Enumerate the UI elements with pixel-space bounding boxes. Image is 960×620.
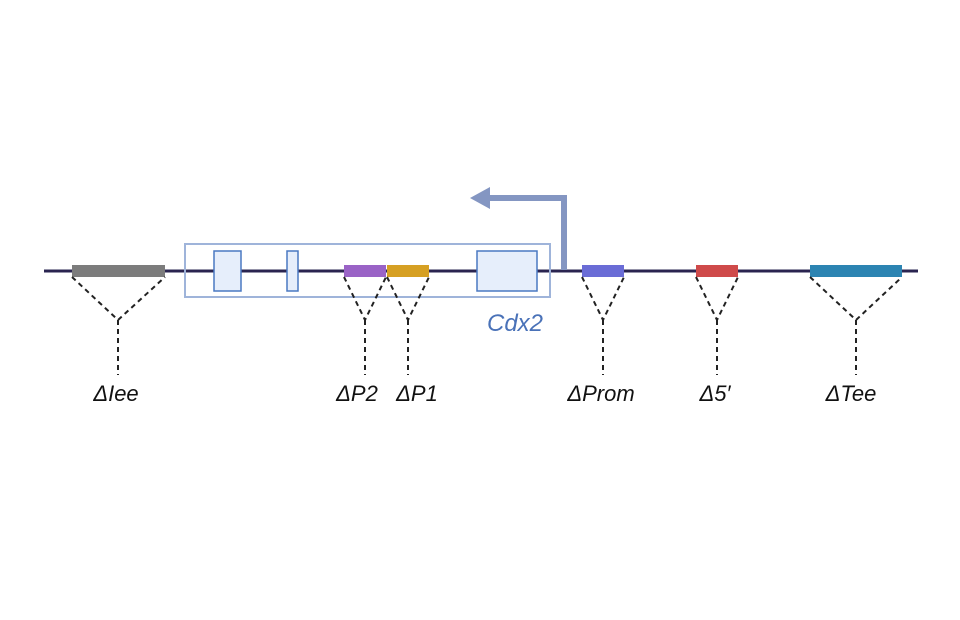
deletion-label-p2: ΔP2 [335,381,378,406]
connector-p2 [343,276,387,375]
cdx2-gene-box [184,243,551,298]
deletion-block-5prime [696,265,738,277]
deletion-block-iee [72,265,165,277]
deletion-block-tee [810,265,902,277]
connector-iee [71,276,166,375]
exon-2 [286,250,299,292]
gene-label: Cdx2 [487,310,543,337]
exon-1 [213,250,242,292]
deletion-block-prom [582,265,624,277]
connector-prom [581,276,625,375]
connector-p1 [386,276,430,375]
transcription-arrow [470,187,567,270]
deletion-label-5prime: Δ5′ [698,381,731,406]
deletion-5prime: Δ5′ [695,265,739,406]
deletion-label-prom: ΔProm [566,381,634,406]
deletion-tee: ΔTee [809,265,903,406]
deletion-p2: ΔP2 [335,265,387,406]
deletion-label-iee: ΔIee [92,381,138,406]
deletion-label-p1: ΔP1 [395,381,438,406]
deletion-iee: ΔIee [71,265,166,406]
deletion-prom: ΔProm [566,265,635,406]
deletion-block-p1 [387,265,429,277]
deletion-block-p2 [344,265,386,277]
connector-5prime [695,276,739,375]
deletion-label-tee: ΔTee [825,381,877,406]
exon-3 [476,250,538,292]
connector-tee [809,276,903,375]
deletion-p1: ΔP1 [386,265,438,406]
